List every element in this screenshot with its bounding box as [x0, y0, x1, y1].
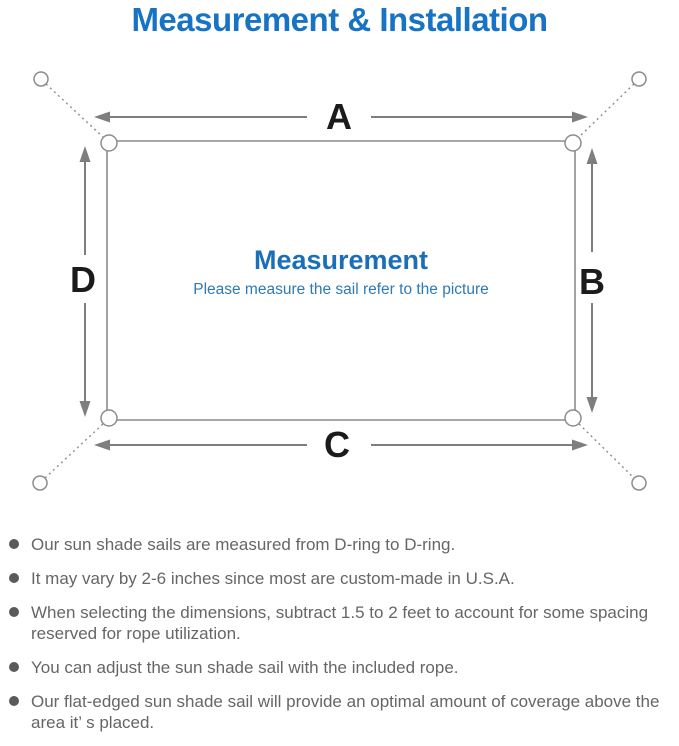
measurement-diagram: A C D B Measurement Please measure the s… — [32, 71, 647, 491]
measurement-notes-list: Our sun shade sails are measured from D-… — [0, 528, 679, 746]
dimension-label-b: B — [579, 261, 605, 302]
d-ring-top-right-icon — [564, 134, 582, 152]
bullet-dot-icon — [9, 573, 19, 583]
dimension-b-arrowhead-up — [586, 148, 598, 164]
dimension-label-d: D — [70, 259, 96, 300]
note-text: Our flat-edged sun shade sail will provi… — [31, 692, 660, 732]
list-item: Our sun shade sails are measured from D-… — [9, 534, 673, 555]
note-text: You can adjust the sun shade sail with t… — [31, 658, 459, 677]
dimension-c-arrowhead-right — [572, 439, 588, 451]
list-item: Our flat-edged sun shade sail will provi… — [9, 691, 673, 733]
note-text: When selecting the dimensions, subtract … — [31, 603, 649, 643]
dimension-label-c: C — [324, 424, 350, 465]
dimension-label-a: A — [326, 96, 352, 137]
anchor-point-top-right-icon — [631, 71, 647, 87]
dimension-a-arrowhead-right — [572, 111, 588, 123]
rope-line-top-right — [578, 83, 635, 138]
d-ring-top-left-icon — [100, 134, 118, 152]
diagram-center-title: Measurement — [254, 245, 428, 275]
dimension-d-arrowhead-down — [79, 401, 91, 417]
list-item: It may vary by 2-6 inches since most are… — [9, 568, 673, 589]
bullet-dot-icon — [9, 539, 19, 549]
dimension-d-arrowhead-up — [79, 146, 91, 162]
dimension-c-arrowhead-left — [94, 439, 110, 451]
bullet-dot-icon — [9, 662, 19, 672]
d-ring-bottom-right-icon — [564, 409, 582, 427]
d-ring-bottom-left-icon — [100, 409, 118, 427]
note-text: It may vary by 2-6 inches since most are… — [31, 569, 515, 588]
diagram-center-subtitle: Please measure the sail refer to the pic… — [193, 281, 489, 298]
shade-sail-outline — [106, 140, 576, 421]
list-item: When selecting the dimensions, subtract … — [9, 602, 673, 644]
rope-line-bottom-left — [44, 423, 104, 479]
rope-line-top-left — [45, 83, 104, 138]
anchor-point-bottom-left-icon — [32, 475, 48, 491]
rope-line-bottom-right — [578, 423, 635, 479]
anchor-point-bottom-right-icon — [631, 475, 647, 491]
bullet-dot-icon — [9, 696, 19, 706]
bullet-dot-icon — [9, 607, 19, 617]
dimension-b-arrowhead-down — [586, 397, 598, 413]
anchor-point-top-left-icon — [33, 71, 49, 87]
note-text: Our sun shade sails are measured from D-… — [31, 535, 456, 554]
dimension-a-arrowhead-left — [94, 111, 110, 123]
page-title: Measurement & Installation — [131, 1, 548, 38]
list-item: You can adjust the sun shade sail with t… — [9, 657, 673, 678]
